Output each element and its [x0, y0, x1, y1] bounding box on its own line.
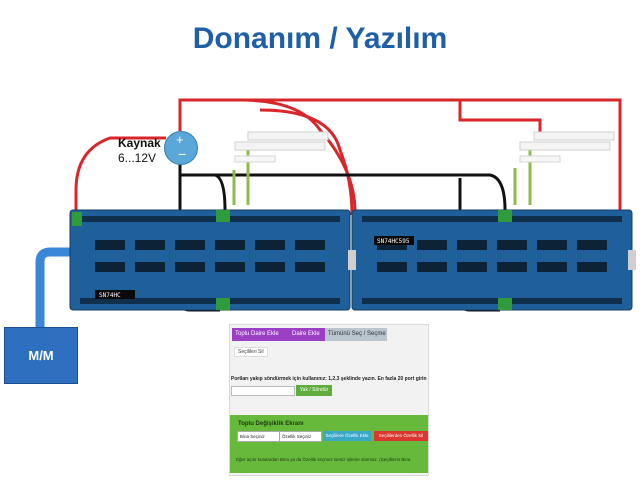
minus-terminal: − [178, 146, 187, 162]
tab-add[interactable]: Daire Ekle [289, 328, 328, 341]
red-power-wires [74, 98, 622, 216]
add-feature-button[interactable]: Seçililere Özellik Ekle [323, 431, 371, 441]
delete-selected-button[interactable]: Seçilileri Sil [234, 347, 268, 357]
computer-box: M/M [4, 327, 78, 384]
feature-select[interactable]: Özellik Seçiniz [279, 431, 322, 442]
controller-board-2: SN74HC595 [348, 209, 636, 311]
power-voltage: 6...12V [118, 151, 157, 165]
bulk-change-section: Toplu Değişiklik Ekranı Bina Seçiniz Öze… [230, 415, 428, 473]
tab-select-all[interactable]: Tümünü Seç / Seçme [325, 328, 387, 341]
port-instruction: Portları yakıp söndürmek için kullanınız… [231, 376, 427, 382]
board-1-chip-label: SN74HC [99, 292, 121, 299]
board-2-chip-label: SN74HC595 [377, 238, 410, 245]
plus-terminal: + [176, 132, 184, 147]
building-select[interactable]: Bina Seçiniz [237, 431, 280, 442]
remove-feature-button[interactable]: Seçililerden Özellik Sil [374, 431, 428, 441]
tab-bulk-add[interactable]: Toplu Daire Ekle [232, 328, 292, 341]
toggle-button[interactable]: Yak / Söndür [296, 385, 332, 396]
software-ui-panel: Toplu Daire Ekle Daire Ekle Tümünü Seç /… [229, 324, 429, 476]
power-source-title: Kaynak [118, 136, 161, 150]
port-input[interactable] [231, 386, 295, 396]
bulk-title: Toplu Değişiklik Ekranı [238, 421, 304, 427]
power-supply-icon: + − [164, 131, 198, 165]
bulk-note: Eğer açılır kutulardan Bina ya da Özelli… [236, 457, 411, 462]
page-title: Donanım / Yazılım [192, 22, 448, 55]
controller-board-1: SN74HC [69, 209, 351, 311]
usb-cable [35, 247, 72, 330]
led-strips [234, 131, 615, 163]
green-data-wires [232, 150, 532, 205]
power-source-label: Kaynak 6...12V [118, 136, 161, 166]
computer-label: M/M [28, 348, 54, 363]
